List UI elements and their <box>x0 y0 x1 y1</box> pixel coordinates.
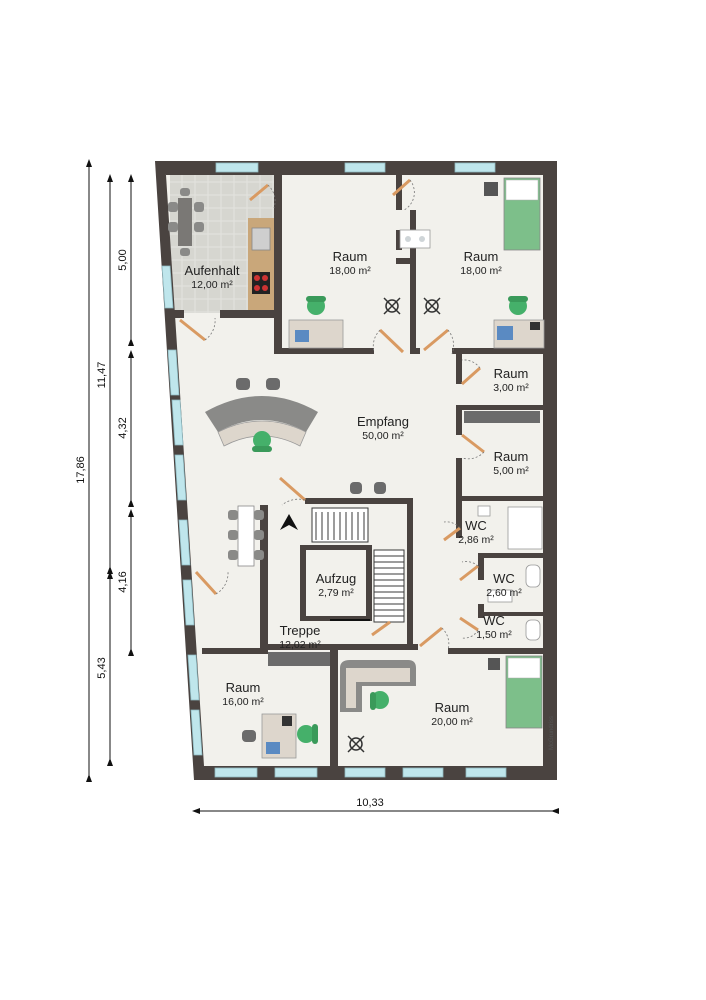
room-name-empfang: Empfang <box>357 414 409 429</box>
interior-walls <box>166 175 543 766</box>
room-area-empfang: 50,00 m² <box>362 430 404 442</box>
credit-label: McGrundriss <box>549 716 555 750</box>
dimension-lines <box>86 159 559 814</box>
room-name-wc-1: WC <box>465 518 487 533</box>
room-area-wc-3: 1,50 m² <box>476 629 512 641</box>
room-name-aufenhalt: Aufenhalt <box>185 263 240 278</box>
room-labels: Aufenhalt 12,00 m² Raum 18,00 m² Raum 18… <box>185 249 530 728</box>
room-name-raum-1: Raum <box>333 249 368 264</box>
room-area-raum-6: 20,00 m² <box>431 716 473 728</box>
room-name-raum-6: Raum <box>435 700 470 715</box>
windows <box>161 162 507 778</box>
room-name-raum-2: Raum <box>464 249 499 264</box>
room-name-raum-5: Raum <box>226 680 261 695</box>
room-area-wc-2: 2,60 m² <box>486 587 522 599</box>
room-name-raum-4: Raum <box>494 449 529 464</box>
room-area-aufzug: 2,79 m² <box>318 587 354 599</box>
dimension-labels: 17,86 11,47 5,43 5,00 4,32 4,16 10,33 <box>75 249 384 809</box>
dim-seg-c: 4,16 <box>117 571 129 592</box>
dim-width: 10,33 <box>356 797 384 809</box>
room-name-treppe: Treppe <box>280 623 321 638</box>
dim-lower: 5,43 <box>96 657 108 678</box>
dim-seg-a: 5,00 <box>117 249 129 270</box>
room-area-wc-1: 2,86 m² <box>458 534 494 546</box>
dim-seg-b: 4,32 <box>117 417 129 438</box>
north-arrow-icon <box>280 514 298 530</box>
dim-total-height: 17,86 <box>75 456 87 484</box>
room-area-raum-1: 18,00 m² <box>329 265 371 277</box>
furniture <box>168 177 545 759</box>
room-name-raum-3: Raum <box>494 366 529 381</box>
room-area-treppe: 12,02 m² <box>279 639 321 651</box>
room-area-raum-5: 16,00 m² <box>222 696 264 708</box>
staircase <box>311 507 405 623</box>
room-name-aufzug: Aufzug <box>316 571 356 586</box>
room-area-raum-2: 18,00 m² <box>460 265 502 277</box>
room-name-wc-2: WC <box>493 571 515 586</box>
room-name-wc-3: WC <box>483 613 505 628</box>
room-area-aufenhalt: 12,00 m² <box>191 279 233 291</box>
dim-upper: 11,47 <box>96 362 108 389</box>
room-area-raum-4: 5,00 m² <box>493 465 529 477</box>
room-area-raum-3: 3,00 m² <box>493 382 529 394</box>
doors <box>179 178 485 651</box>
